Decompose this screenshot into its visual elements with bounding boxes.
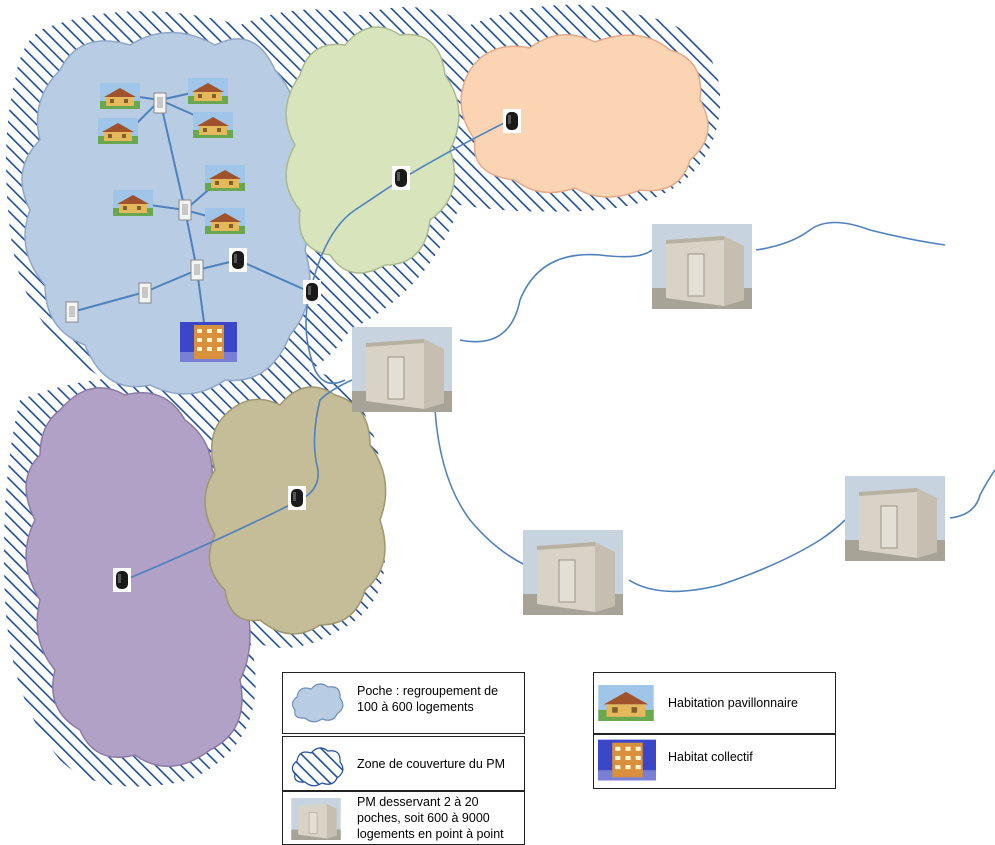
apartment-building-icon [180,322,237,362]
legend-pavillon: Habitation pavillonnaire [593,672,836,734]
pm-shelter-icons [351,223,946,616]
cloud-icon [291,683,344,723]
pm-shelter-icon [291,798,341,840]
legend-zone: Zone de couverture du PM [282,736,525,791]
apartment-building-icon [598,739,656,781]
legend-pm-text: PM desservant 2 à 20 poches, soit 600 à … [357,795,504,841]
legend-collectif-text: Habitat collectif [668,750,753,764]
legend-poche-text: Poche : regroupement de 100 à 600 logeme… [357,684,499,714]
poche-purple [25,387,251,767]
hatched-cloud-icon [291,747,344,787]
legend-collectif: Habitat collectif [593,734,836,789]
poche-olive [204,386,387,635]
legend-pavillon-text: Habitation pavillonnaire [668,696,798,710]
poche-blue [21,31,311,395]
house-icon [598,685,654,721]
feeder-links [124,119,995,593]
legend-poche: Poche : regroupement de 100 à 600 logeme… [282,672,525,734]
poche-orange [460,34,709,198]
poche-green [285,26,460,274]
legend-zone-text: Zone de couverture du PM [357,757,505,771]
legend-pm: PM desservant 2 à 20 poches, soit 600 à … [282,791,525,845]
